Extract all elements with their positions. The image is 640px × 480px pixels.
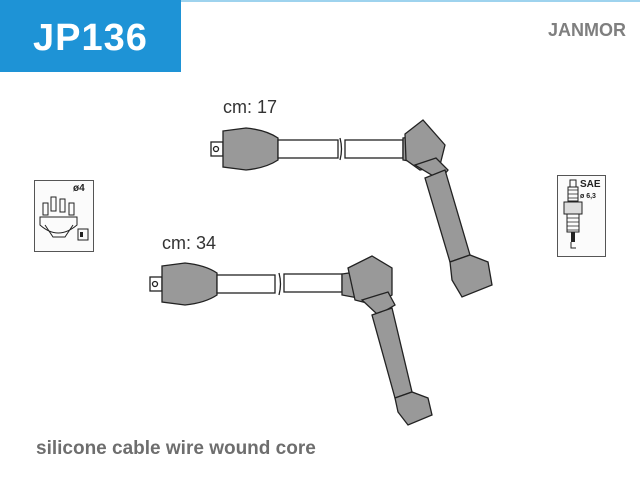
- product-caption: silicone cable wire wound core: [36, 438, 316, 459]
- distributor-cap-box: ø4: [34, 180, 94, 252]
- cable-34: [149, 255, 433, 426]
- spark-plug-box: SAE ø 6,3: [557, 175, 606, 257]
- distributor-cap-icon: [39, 196, 89, 241]
- plug-diameter-label: ø 6,3: [580, 193, 596, 200]
- cable-length-label-1: cm: 17: [223, 97, 278, 117]
- cable-length-label-2: cm: 34: [162, 233, 217, 253]
- part-number-badge: [0, 0, 181, 72]
- spark-plug-icon: [563, 179, 583, 249]
- cable-17: [210, 119, 493, 298]
- header-rule: [181, 0, 640, 2]
- brand-name: JANMOR: [547, 20, 626, 40]
- plug-standard-label: SAE: [580, 179, 601, 190]
- distributor-diameter-label: ø4: [73, 183, 85, 194]
- part-number: JP136: [33, 17, 148, 59]
